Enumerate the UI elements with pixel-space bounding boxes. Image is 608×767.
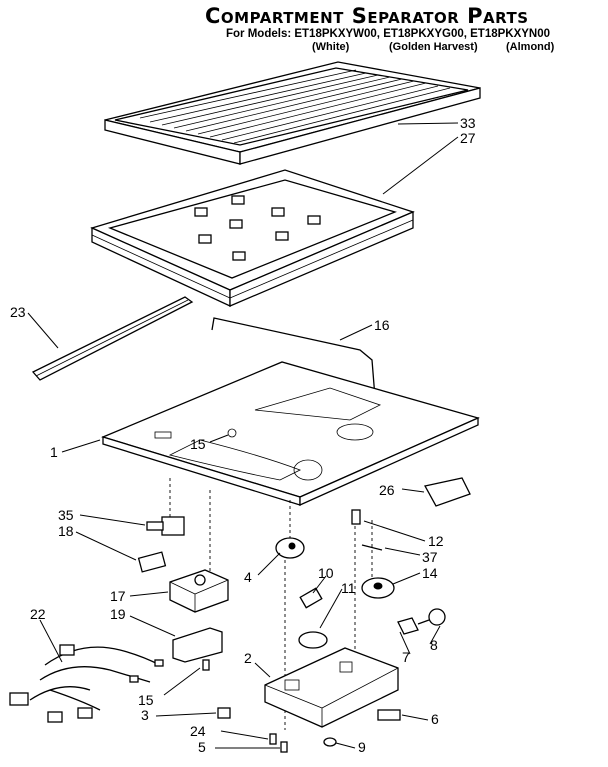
part-35-knob xyxy=(146,516,185,536)
part-8-bulb xyxy=(417,608,446,626)
part-26-pad xyxy=(424,477,471,507)
part-10-switch xyxy=(299,587,323,609)
part-23-strip xyxy=(31,296,194,381)
part-9-washer xyxy=(323,737,337,747)
callout-8: 8 xyxy=(430,637,438,653)
callout-22: 22 xyxy=(30,606,46,622)
part-11-gear xyxy=(298,631,328,649)
callout-7: 7 xyxy=(402,649,410,665)
callout-14: 14 xyxy=(422,565,438,581)
leader-lines xyxy=(27,122,459,749)
part-5-screw xyxy=(280,741,288,753)
callout-15-upper: 15 xyxy=(190,436,206,452)
part-15-screw-lower xyxy=(202,659,210,671)
part-33-cover xyxy=(104,61,481,165)
part-3-clip xyxy=(217,707,231,719)
part-16-wire xyxy=(211,317,377,411)
variant-white: (White) xyxy=(312,41,350,53)
part-4-damper xyxy=(275,537,305,559)
callout-24: 24 xyxy=(190,723,206,739)
part-17-control-box xyxy=(169,569,229,613)
part-27-frame xyxy=(90,169,415,308)
callout-18: 18 xyxy=(58,523,74,539)
callout-5: 5 xyxy=(198,739,206,755)
callout-9: 9 xyxy=(358,739,366,755)
part-6-connector xyxy=(377,709,401,721)
callout-10: 10 xyxy=(318,565,334,581)
callout-16: 16 xyxy=(374,317,390,333)
callout-37: 37 xyxy=(422,549,438,565)
models-line: For Models: ET18PKXYW00, ET18PKXYG00, ET… xyxy=(226,28,551,40)
callout-19: 19 xyxy=(110,606,126,622)
part-24-screw xyxy=(269,733,277,745)
part-37-clip xyxy=(361,544,383,551)
part-14-wheel xyxy=(361,577,395,599)
callout-3: 3 xyxy=(141,707,149,723)
callout-2: 2 xyxy=(244,650,252,666)
part-22-harness xyxy=(9,644,164,723)
callout-17: 17 xyxy=(110,588,126,604)
callout-26: 26 xyxy=(379,482,395,498)
callout-4: 4 xyxy=(244,569,252,585)
part-19-bracket xyxy=(172,627,223,663)
callout-15-lower: 15 xyxy=(138,692,154,708)
part-12-screw xyxy=(351,509,361,525)
part-7-socket xyxy=(397,617,419,635)
callout-11: 11 xyxy=(341,580,356,596)
callout-27: 27 xyxy=(460,130,476,146)
callout-6: 6 xyxy=(431,711,439,727)
part-1-separator xyxy=(101,361,480,507)
callout-12: 12 xyxy=(428,533,444,549)
variant-almond: (Almond) xyxy=(506,41,555,53)
callout-1: 1 xyxy=(50,444,58,460)
part-2-housing xyxy=(264,647,399,728)
callout-33: 33 xyxy=(460,115,476,131)
page-title: Compartment Separator Parts xyxy=(205,4,529,28)
callout-35: 35 xyxy=(58,507,74,523)
variant-golden-harvest: (Golden Harvest) xyxy=(389,41,478,53)
part-18-bezel xyxy=(137,551,167,573)
callout-23: 23 xyxy=(10,304,26,320)
